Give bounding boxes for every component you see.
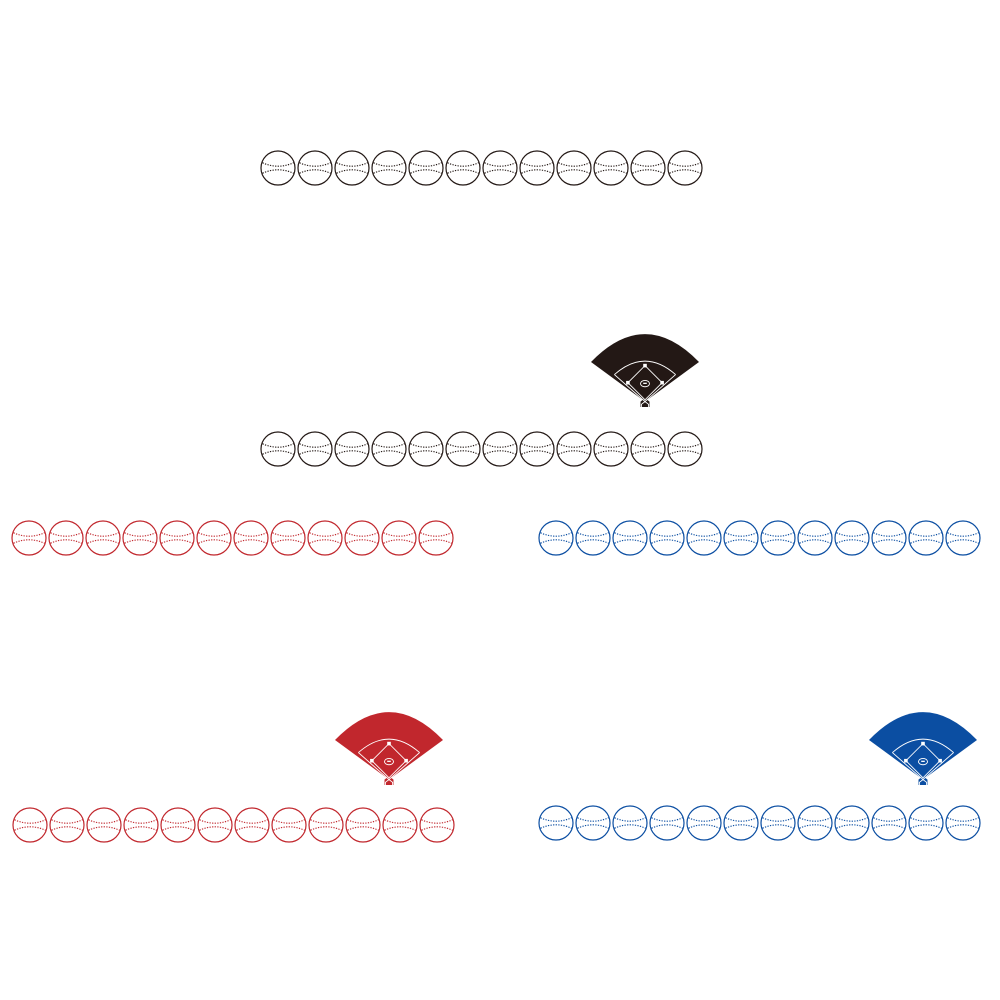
baseball-icon bbox=[371, 431, 407, 467]
baseball-field-icon bbox=[590, 333, 700, 409]
baseball-icon bbox=[667, 150, 703, 186]
baseball-icon bbox=[11, 520, 47, 556]
baseball-icon bbox=[408, 431, 444, 467]
baseball-icon bbox=[593, 431, 629, 467]
black-baseball-row-with-field bbox=[260, 333, 703, 467]
baseball-icon bbox=[334, 431, 370, 467]
baseball-icon bbox=[345, 807, 381, 843]
baseball-icon bbox=[233, 520, 269, 556]
baseball-icon bbox=[482, 150, 518, 186]
baseball-icon bbox=[519, 431, 555, 467]
baseball-icon bbox=[760, 520, 796, 556]
baseball-icon bbox=[122, 520, 158, 556]
icon-layer bbox=[11, 150, 981, 843]
baseball-icon bbox=[630, 431, 666, 467]
baseball-icon bbox=[649, 520, 685, 556]
baseball-icon bbox=[649, 805, 685, 841]
baseball-icon bbox=[834, 805, 870, 841]
baseball-field-icon bbox=[868, 711, 978, 787]
baseball-icon bbox=[196, 520, 232, 556]
baseball-icon bbox=[556, 150, 592, 186]
baseball-icon bbox=[945, 520, 981, 556]
baseball-icon bbox=[575, 520, 611, 556]
baseball-icon bbox=[271, 807, 307, 843]
baseball-icon bbox=[612, 805, 648, 841]
baseball-icon bbox=[344, 520, 380, 556]
baseball-icon bbox=[12, 807, 48, 843]
baseball-icon bbox=[871, 805, 907, 841]
baseball-icon bbox=[908, 805, 944, 841]
baseball-icon bbox=[381, 520, 417, 556]
baseball-icon bbox=[871, 520, 907, 556]
baseball-icon bbox=[419, 807, 455, 843]
baseball-icon bbox=[382, 807, 418, 843]
black-baseball-row-top bbox=[260, 150, 703, 186]
baseball-icon bbox=[159, 520, 195, 556]
baseball-icon bbox=[760, 805, 796, 841]
baseball-icon bbox=[123, 807, 159, 843]
baseball-icon bbox=[408, 150, 444, 186]
baseball-icon bbox=[297, 150, 333, 186]
baseball-icon bbox=[86, 807, 122, 843]
baseball-icon bbox=[797, 805, 833, 841]
baseball-icon bbox=[85, 520, 121, 556]
baseball-icon bbox=[297, 431, 333, 467]
baseball-icon bbox=[445, 431, 481, 467]
baseball-icon bbox=[538, 805, 574, 841]
baseball-field-icon bbox=[334, 711, 444, 787]
baseball-icon bbox=[723, 805, 759, 841]
baseball-icon bbox=[48, 520, 84, 556]
baseball-icon bbox=[834, 520, 870, 556]
red-baseball-row bbox=[11, 520, 454, 556]
baseball-icon bbox=[482, 431, 518, 467]
blue-baseball-row bbox=[538, 520, 981, 556]
baseball-icon bbox=[445, 150, 481, 186]
baseball-icon bbox=[371, 150, 407, 186]
baseball-icon bbox=[945, 805, 981, 841]
baseball-icon bbox=[593, 150, 629, 186]
baseball-icon bbox=[260, 431, 296, 467]
baseball-icon bbox=[260, 150, 296, 186]
baseball-icon bbox=[334, 150, 370, 186]
baseball-icon bbox=[908, 520, 944, 556]
baseball-icon bbox=[270, 520, 306, 556]
baseball-icon bbox=[575, 805, 611, 841]
blue-baseball-row-with-field bbox=[538, 711, 981, 841]
baseball-icon bbox=[308, 807, 344, 843]
baseball-icon bbox=[307, 520, 343, 556]
baseball-icon bbox=[556, 431, 592, 467]
baseball-icon bbox=[723, 520, 759, 556]
baseball-icon bbox=[686, 520, 722, 556]
baseball-icon bbox=[197, 807, 233, 843]
baseball-icon bbox=[630, 150, 666, 186]
baseball-icon bbox=[49, 807, 85, 843]
baseball-icon bbox=[519, 150, 555, 186]
baseball-icon bbox=[160, 807, 196, 843]
baseball-icon bbox=[686, 805, 722, 841]
baseball-icon bbox=[538, 520, 574, 556]
baseball-icon bbox=[612, 520, 648, 556]
baseball-icon bbox=[667, 431, 703, 467]
baseball-icon bbox=[234, 807, 270, 843]
baseball-icon bbox=[418, 520, 454, 556]
baseball-icon bbox=[797, 520, 833, 556]
red-baseball-row-with-field bbox=[12, 711, 455, 843]
